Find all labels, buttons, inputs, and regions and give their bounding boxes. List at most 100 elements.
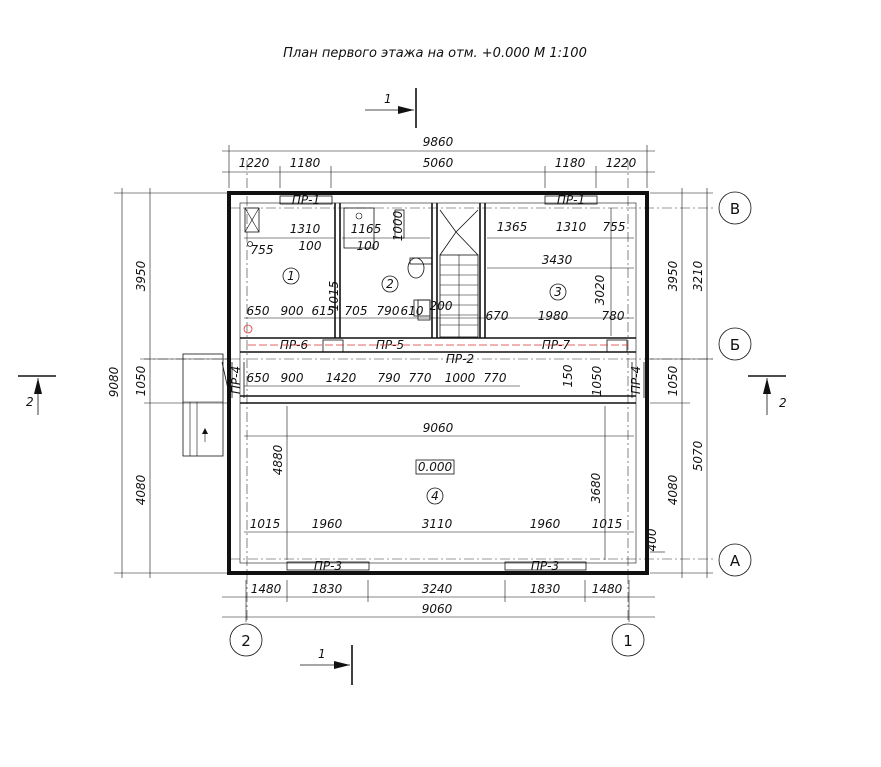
svg-text:ПР-1: ПР-1 bbox=[557, 193, 585, 207]
svg-text:5070: 5070 bbox=[691, 440, 705, 471]
svg-text:3210: 3210 bbox=[691, 260, 705, 291]
section-mark-bottom: 1 bbox=[300, 645, 353, 685]
svg-text:100: 100 bbox=[357, 239, 380, 253]
section-mark-top: 1 bbox=[365, 88, 417, 128]
svg-text:1050: 1050 bbox=[666, 365, 680, 396]
svg-text:4080: 4080 bbox=[666, 474, 680, 505]
svg-text:670: 670 bbox=[486, 309, 509, 323]
axis-marker-b: Б bbox=[718, 327, 752, 361]
svg-text:В: В bbox=[730, 200, 740, 218]
svg-text:650: 650 bbox=[247, 371, 270, 385]
mid-dimension-upper: 650 900 615 705 790 610 200 670 1980 780 bbox=[244, 299, 634, 323]
svg-text:2: 2 bbox=[386, 277, 394, 291]
svg-text:1: 1 bbox=[623, 632, 633, 650]
svg-text:790: 790 bbox=[377, 304, 400, 318]
svg-text:1420: 1420 bbox=[326, 371, 357, 385]
svg-text:1480: 1480 bbox=[592, 582, 623, 596]
partition-posts bbox=[243, 299, 628, 353]
svg-text:5060: 5060 bbox=[423, 156, 454, 170]
interior-walls bbox=[231, 203, 645, 404]
axis-marker-v: В bbox=[718, 191, 752, 225]
right-dimension-chain: 3950 3210 1050 4080 5070 400 bbox=[645, 188, 713, 578]
svg-text:1220: 1220 bbox=[606, 156, 637, 170]
svg-text:3430: 3430 bbox=[542, 253, 573, 267]
section-label-bottom: 1 bbox=[318, 647, 326, 661]
svg-text:4080: 4080 bbox=[134, 474, 148, 505]
svg-text:1000: 1000 bbox=[391, 210, 405, 241]
svg-text:650: 650 bbox=[247, 304, 270, 318]
outer-wall bbox=[227, 191, 649, 575]
svg-text:3950: 3950 bbox=[666, 260, 680, 291]
svg-text:1960: 1960 bbox=[530, 517, 561, 531]
svg-text:3: 3 bbox=[554, 285, 562, 299]
svg-text:ПР-4: ПР-4 bbox=[229, 366, 243, 394]
svg-text:1980: 1980 bbox=[538, 309, 569, 323]
section-mark-left: 2 bbox=[18, 375, 56, 415]
room-3: 3 1365 1310 755 3430 3020 bbox=[487, 208, 634, 336]
porch bbox=[182, 353, 231, 457]
svg-text:ПР-1: ПР-1 bbox=[292, 193, 320, 207]
room-1: 1 1310 100 755 1015 bbox=[244, 222, 341, 311]
svg-text:ПР-2: ПР-2 bbox=[446, 352, 474, 366]
svg-text:610: 610 bbox=[401, 304, 424, 318]
svg-text:3240: 3240 bbox=[422, 582, 453, 596]
svg-text:9080: 9080 bbox=[107, 366, 121, 397]
svg-text:Б: Б bbox=[730, 336, 740, 354]
axis-marker-1: 1 bbox=[611, 623, 645, 657]
svg-text:770: 770 bbox=[484, 371, 507, 385]
svg-text:755: 755 bbox=[603, 220, 626, 234]
left-dimension-chain: 9080 3950 1050 4080 bbox=[107, 188, 228, 578]
svg-text:790: 790 bbox=[378, 371, 401, 385]
svg-text:1365: 1365 bbox=[497, 220, 528, 234]
svg-text:780: 780 bbox=[602, 309, 625, 323]
svg-text:9060: 9060 bbox=[422, 602, 453, 616]
svg-text:ПР-5: ПР-5 bbox=[376, 338, 404, 352]
mid-dimension-lower: 650 900 1420 790 770 1000 770 150 1050 bbox=[244, 364, 604, 396]
svg-text:1050: 1050 bbox=[134, 365, 148, 396]
svg-text:1480: 1480 bbox=[251, 582, 282, 596]
svg-text:3020: 3020 bbox=[593, 274, 607, 305]
svg-text:А: А bbox=[730, 552, 741, 570]
top-dimension-chain: 9860 1220 1180 5060 1180 1220 bbox=[222, 135, 655, 188]
bottom-dimension-chain: 1480 1830 3240 1830 1480 9060 bbox=[222, 580, 655, 622]
svg-text:200: 200 bbox=[430, 299, 453, 313]
level-mark: 0.000 bbox=[418, 460, 453, 474]
staircase bbox=[439, 209, 479, 338]
svg-text:1220: 1220 bbox=[239, 156, 270, 170]
svg-text:615: 615 bbox=[312, 304, 335, 318]
svg-text:ПР-3: ПР-3 bbox=[531, 559, 559, 573]
svg-text:1830: 1830 bbox=[530, 582, 561, 596]
section-label-right: 2 bbox=[779, 396, 787, 410]
drawing-title: План первого этажа на отм. +0.000 М 1:10… bbox=[283, 46, 587, 61]
svg-text:1050: 1050 bbox=[590, 365, 604, 396]
svg-text:1015: 1015 bbox=[592, 517, 623, 531]
svg-text:3110: 3110 bbox=[422, 517, 453, 531]
svg-text:1: 1 bbox=[287, 269, 295, 283]
svg-text:1015: 1015 bbox=[327, 281, 341, 312]
svg-text:1310: 1310 bbox=[556, 220, 587, 234]
svg-text:1180: 1180 bbox=[555, 156, 586, 170]
svg-text:770: 770 bbox=[409, 371, 432, 385]
svg-text:755: 755 bbox=[251, 243, 274, 257]
svg-text:1830: 1830 bbox=[312, 582, 343, 596]
svg-text:3950: 3950 bbox=[134, 260, 148, 291]
svg-text:150: 150 bbox=[561, 364, 575, 387]
section-label-left: 2 bbox=[26, 395, 34, 409]
svg-text:100: 100 bbox=[299, 239, 322, 253]
svg-text:705: 705 bbox=[345, 304, 368, 318]
room-4: 9060 4880 3680 0.000 4 1015 1960 3110 19… bbox=[244, 406, 634, 560]
svg-text:4880: 4880 bbox=[271, 444, 285, 475]
svg-text:900: 900 bbox=[281, 371, 304, 385]
svg-text:1310: 1310 bbox=[290, 222, 321, 236]
axis-marker-a: А bbox=[718, 543, 752, 577]
svg-text:1165: 1165 bbox=[351, 222, 382, 236]
svg-text:3680: 3680 bbox=[589, 472, 603, 503]
svg-text:1000: 1000 bbox=[445, 371, 476, 385]
svg-text:ПР-4: ПР-4 bbox=[629, 366, 643, 394]
svg-text:2: 2 bbox=[241, 632, 251, 650]
svg-text:1960: 1960 bbox=[312, 517, 343, 531]
svg-text:1015: 1015 bbox=[250, 517, 281, 531]
svg-text:1180: 1180 bbox=[290, 156, 321, 170]
axis-marker-2: 2 bbox=[229, 623, 263, 657]
